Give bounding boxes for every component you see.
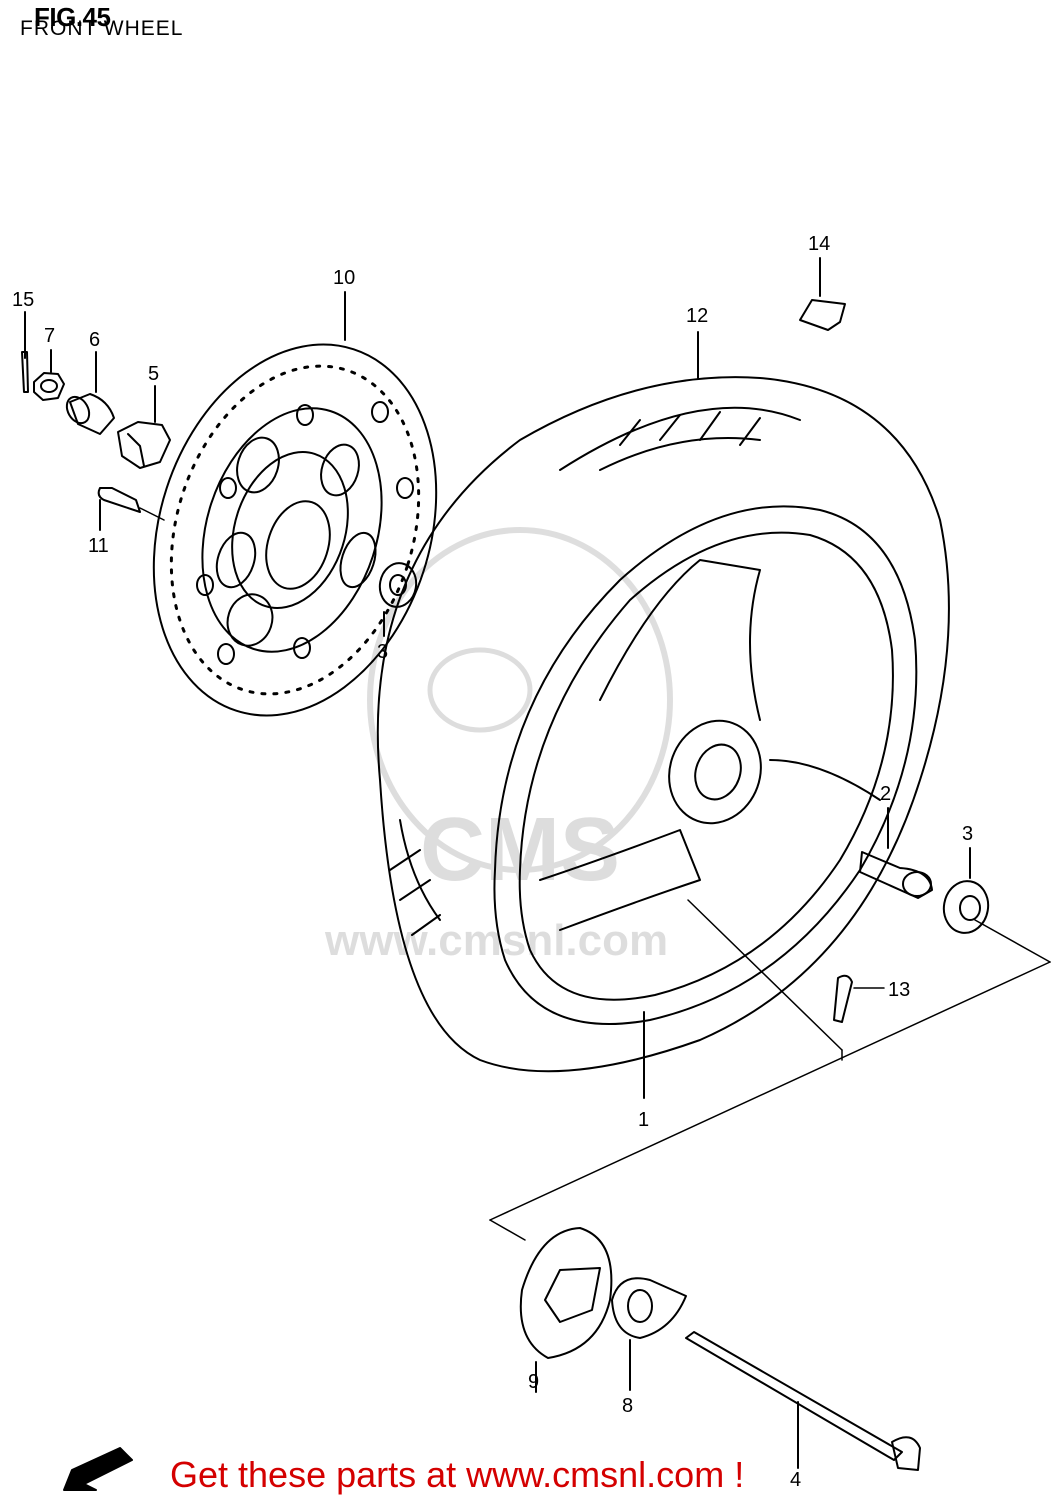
callout-2: 2 bbox=[880, 783, 891, 805]
callout-3-right: 3 bbox=[962, 823, 973, 845]
callout-9: 9 bbox=[528, 1371, 539, 1393]
callout-14: 14 bbox=[808, 233, 830, 255]
callout-8: 8 bbox=[622, 1395, 633, 1417]
callout-4: 4 bbox=[790, 1469, 801, 1491]
collar-8 bbox=[611, 1277, 687, 1391]
callout-1: 1 bbox=[638, 1109, 649, 1131]
forward-arrow-icon: FWD bbox=[63, 1447, 133, 1491]
brake-disc-10 bbox=[152, 291, 438, 717]
castle-nut-7 bbox=[33, 349, 65, 401]
balance-weight-14 bbox=[799, 257, 846, 331]
tire-12 bbox=[376, 331, 950, 1073]
nut-5 bbox=[117, 385, 171, 469]
axle-spacer-2 bbox=[859, 807, 933, 899]
watermark: CMS www.cmsnl.com bbox=[324, 527, 673, 965]
axle-4 bbox=[685, 1331, 921, 1471]
figure-title: FIG.45 bbox=[34, 2, 111, 32]
callout-13: 13 bbox=[888, 979, 910, 1001]
cover-9 bbox=[519, 1227, 613, 1393]
spacer-6 bbox=[65, 351, 115, 435]
tire-valve-13 bbox=[833, 974, 885, 1023]
callout-labels: 15 7 6 5 10 11 3 12 14 2 3 13 1 9 8 4 bbox=[12, 233, 973, 1491]
promo-link[interactable]: Get these parts at www.cmsnl.com ! bbox=[170, 1454, 745, 1495]
callout-3-left: 3 bbox=[377, 641, 388, 663]
callout-10: 10 bbox=[333, 267, 355, 289]
bolt-11 bbox=[97, 487, 165, 531]
wheel-rim-1 bbox=[493, 505, 918, 1099]
callout-12: 12 bbox=[686, 305, 708, 327]
callout-11: 11 bbox=[88, 535, 109, 557]
callout-6: 6 bbox=[89, 329, 100, 351]
figure-subtitle: FRONT WHEEL bbox=[20, 17, 184, 40]
callout-7: 7 bbox=[44, 325, 55, 347]
bearing-3-right bbox=[942, 847, 990, 934]
callout-5: 5 bbox=[148, 363, 159, 385]
callout-15: 15 bbox=[12, 289, 34, 311]
cotter-pin-15 bbox=[21, 311, 29, 393]
bearing-3-left bbox=[378, 562, 418, 637]
assembly-lines bbox=[489, 899, 1051, 1241]
